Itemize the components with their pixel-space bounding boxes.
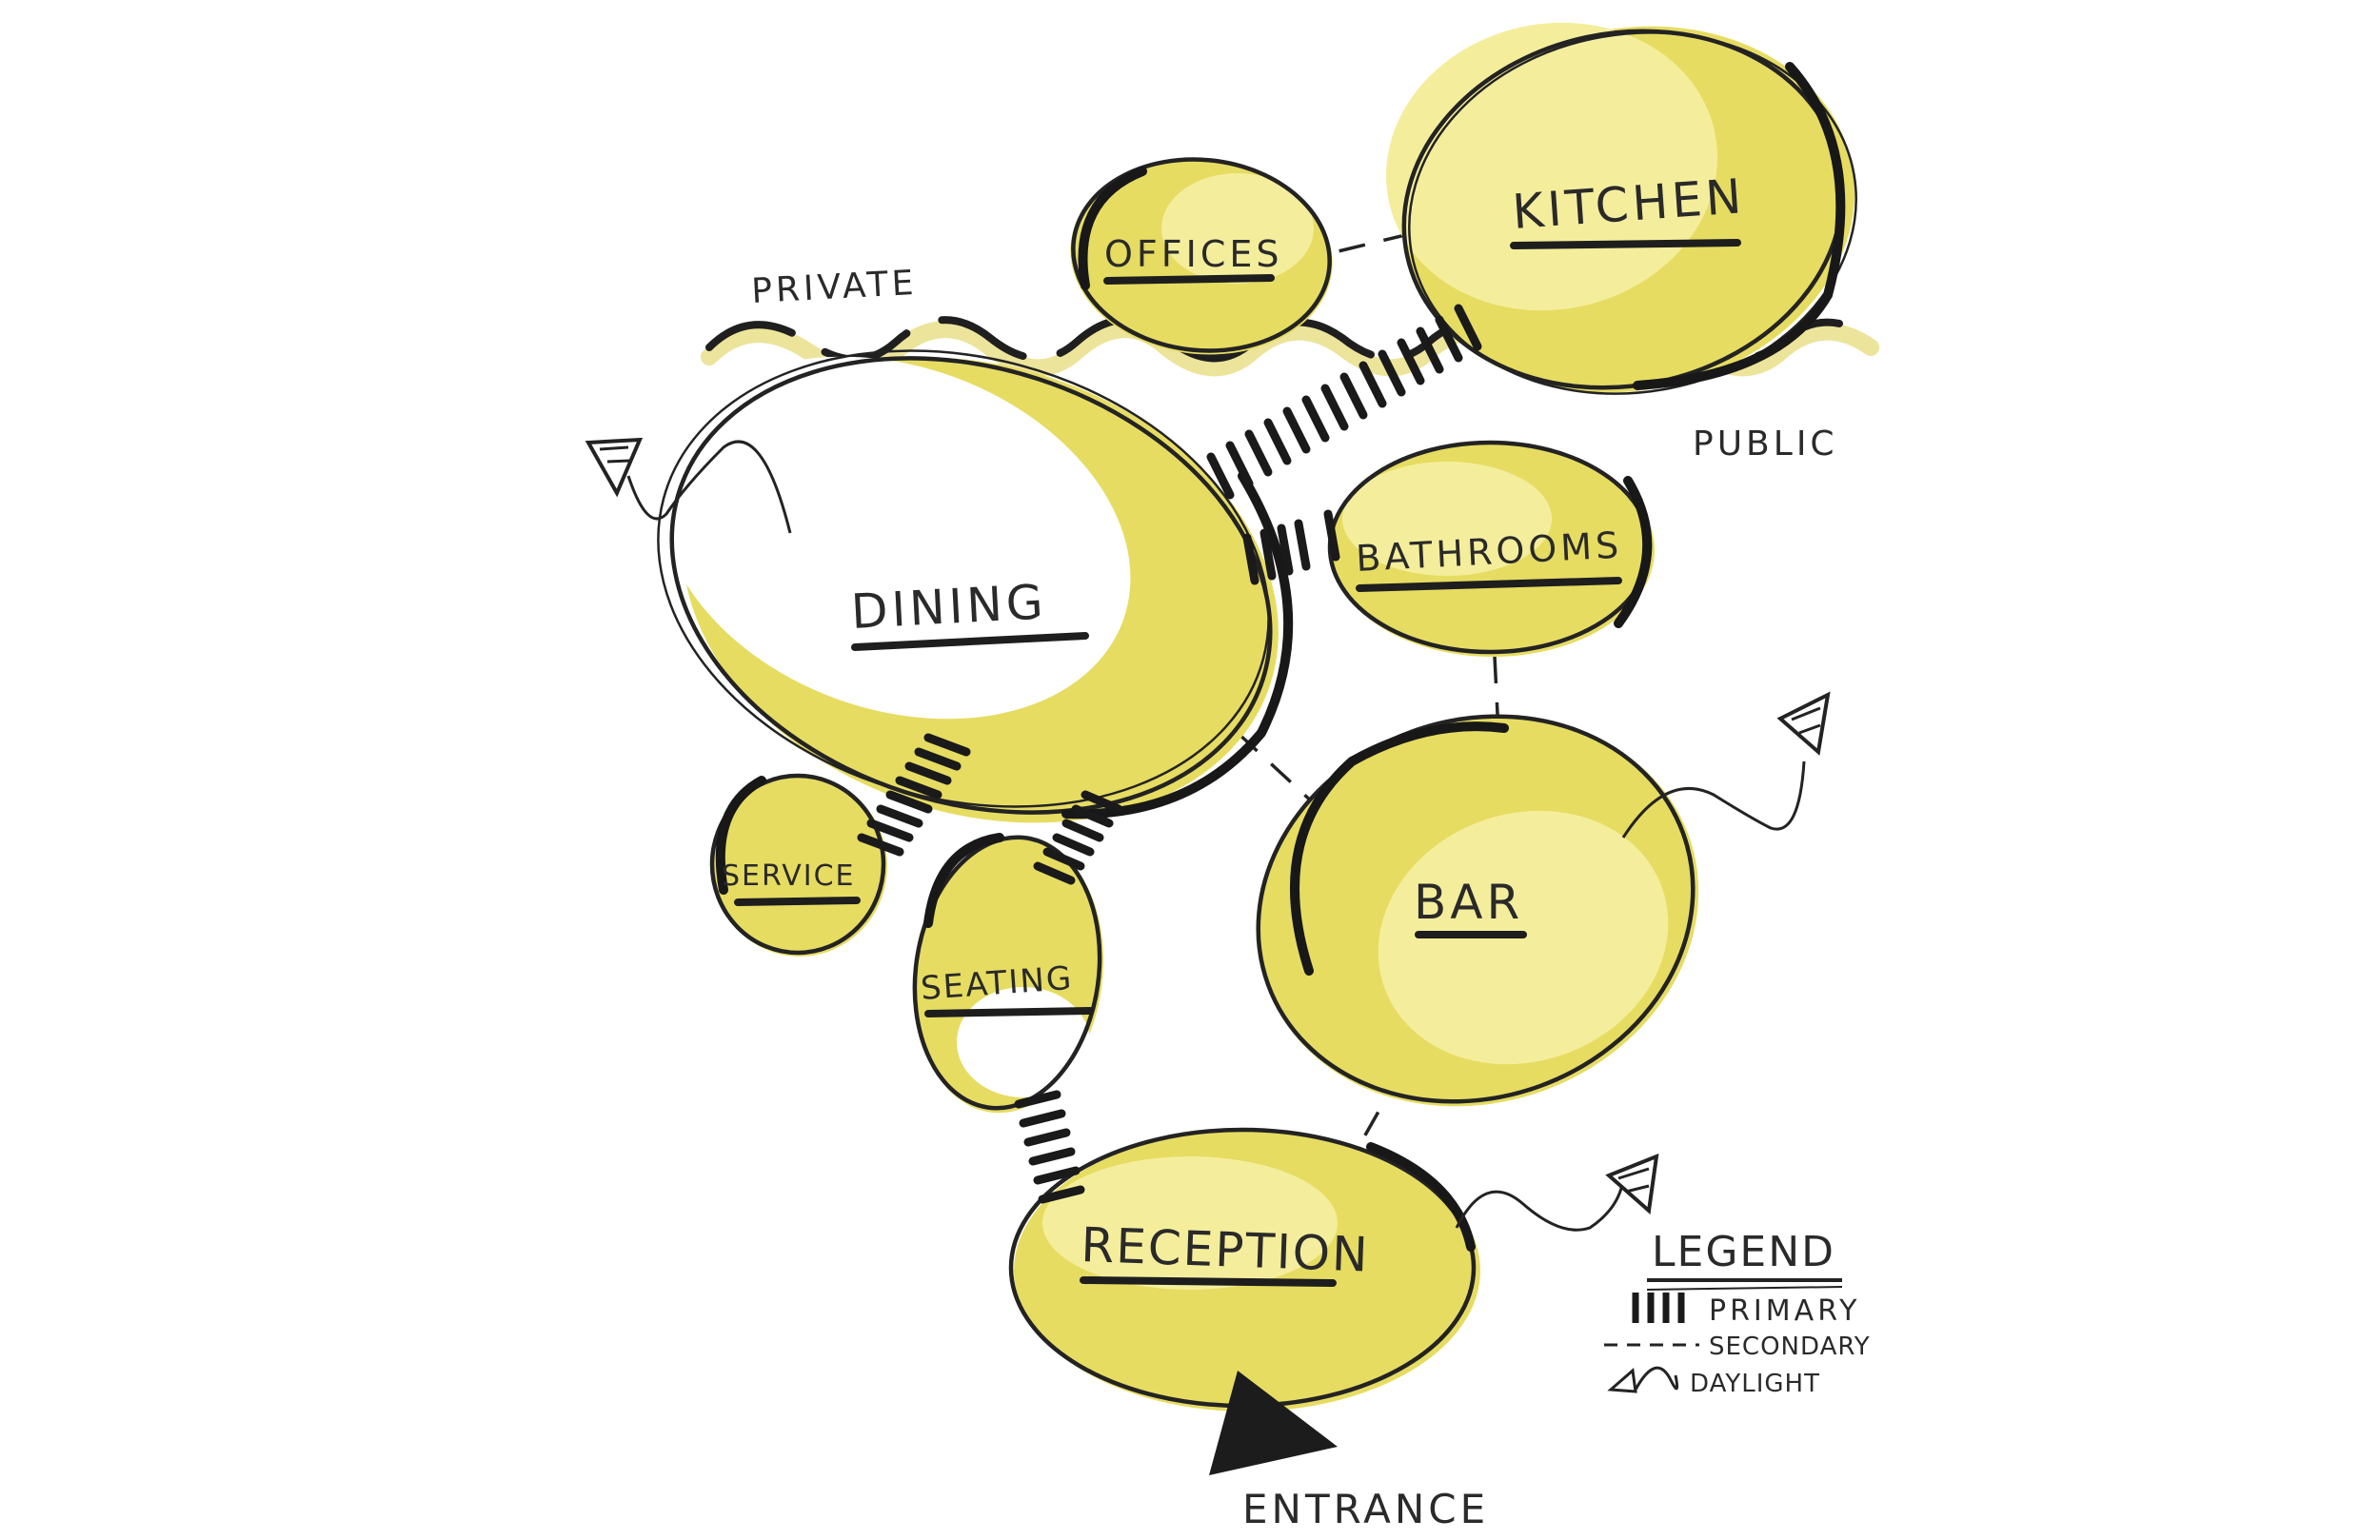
bubble-seating: SEATING: [912, 833, 1104, 1114]
room-underline-dining: [851, 632, 1089, 651]
room-underline-offices: [1103, 274, 1275, 285]
daylight-arrow-reception: [1455, 1153, 1659, 1232]
legend-primary-swatch: [1632, 1293, 1685, 1323]
room-label-offices: OFFICES: [1104, 233, 1283, 275]
bubble-dining: DINING: [657, 349, 1294, 823]
room-underline-bathrooms: [1356, 577, 1622, 592]
primary-link-dining-service: [857, 733, 971, 857]
legend-label-primary: PRIMARY: [1709, 1294, 1860, 1328]
legend-label-daylight: DAYLIGHT: [1690, 1370, 1820, 1398]
primary-link-seating-reception: [1014, 1090, 1085, 1204]
entrance-marker: ENTRANCE: [1209, 1371, 1489, 1532]
zone-label-private: PRIVATE: [750, 264, 918, 311]
bubble-offices: OFFICES: [1070, 157, 1333, 355]
room-underline-seating: [924, 1007, 1094, 1017]
room-label-bar: BAR: [1414, 875, 1523, 930]
legend-daylight-swatch: [1607, 1366, 1679, 1393]
daylight-arrow-icon: [1776, 691, 1831, 756]
daylight-arrow-bar: [1621, 691, 1831, 839]
secondary-link-bathrooms-bar: [1493, 656, 1501, 753]
primary-link-dining-seating: [1033, 790, 1123, 885]
bubble-service: SERVICE: [709, 773, 887, 957]
entrance-label: ENTRANCE: [1242, 1486, 1489, 1532]
bubble-bar: BAR: [1256, 714, 1699, 1107]
legend: LEGEND PRIMARY SECONDARY DAYLIGHT: [1604, 1228, 1871, 1398]
room-underline-reception: [1080, 1276, 1337, 1287]
room-label-service: SERVICE: [722, 859, 855, 893]
legend-label-secondary: SECONDARY: [1709, 1333, 1871, 1361]
primary-connections: [857, 304, 1482, 1204]
bubble-kitchen: KITCHEN: [1386, 22, 1857, 395]
room-label-reception: RECEPTION: [1081, 1217, 1371, 1283]
legend-title: LEGEND: [1652, 1228, 1835, 1276]
daylight-arrow-icon: [585, 437, 644, 498]
primary-link-dining-kitchen: [1206, 304, 1482, 500]
room-underline-kitchen: [1510, 239, 1741, 249]
bubble-bathrooms: BATHROOMS: [1327, 440, 1655, 657]
entrance-triangle-icon: [1209, 1371, 1338, 1475]
daylight-arrow-dining: [585, 437, 792, 534]
room-label-dining: DINING: [850, 574, 1048, 640]
room-underline-service: [734, 897, 861, 906]
bubble-reception: RECEPTION: [1008, 1127, 1480, 1412]
primary-link-dining-bathrooms: [1242, 509, 1340, 585]
zone-label-public: PUBLIC: [1693, 424, 1838, 464]
